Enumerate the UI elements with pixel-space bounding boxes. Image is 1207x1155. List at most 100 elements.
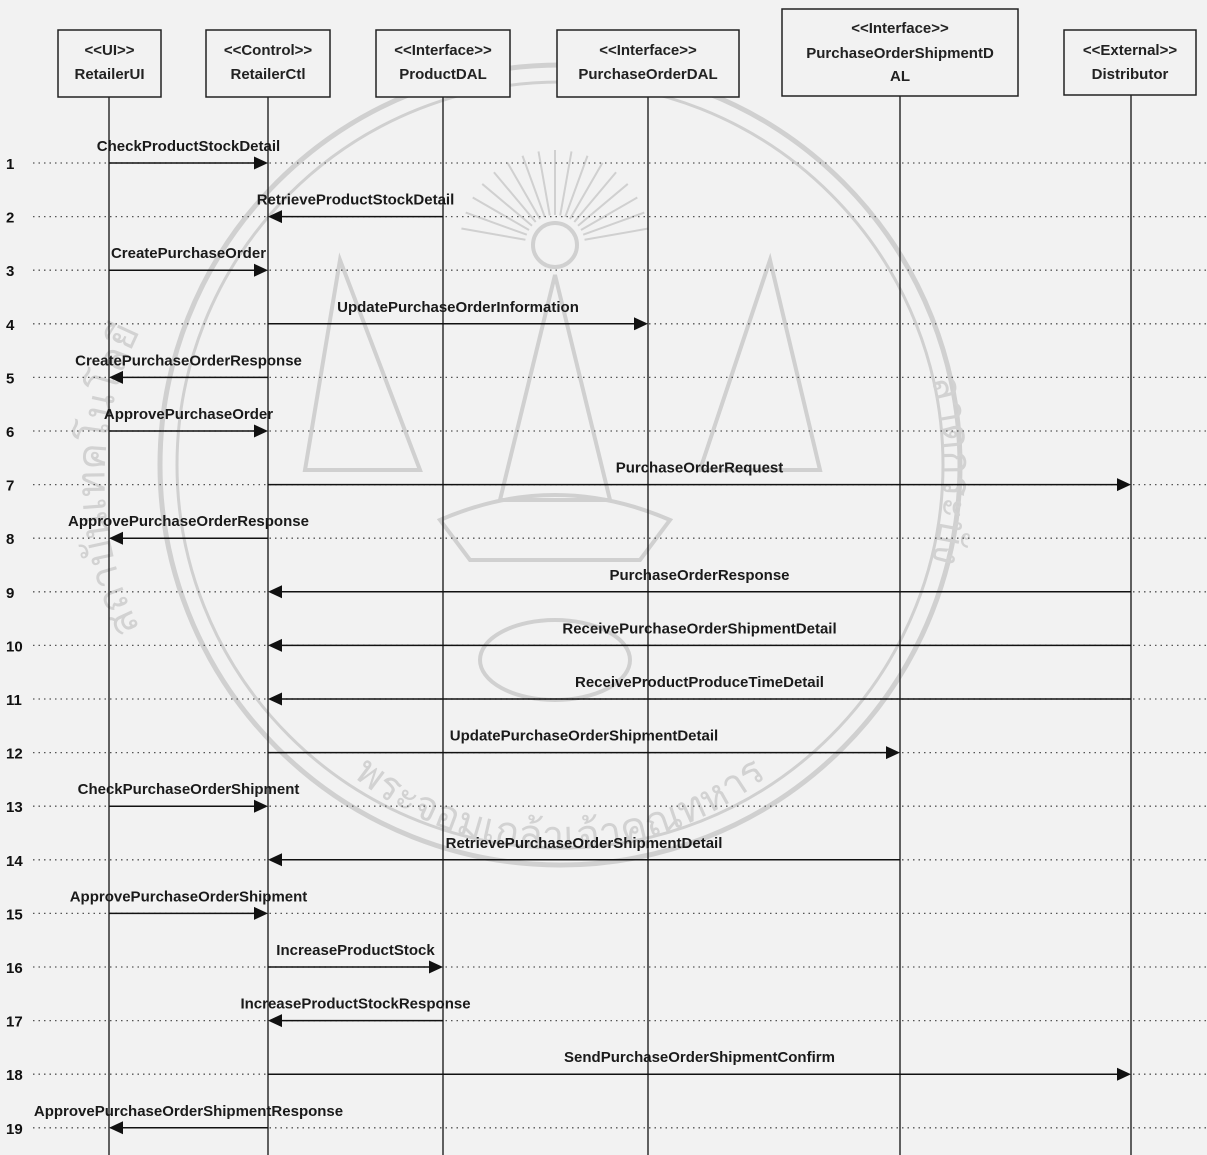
- step-number: 1: [6, 156, 14, 173]
- message-9: PurchaseOrderResponse: [268, 567, 1131, 599]
- participant-pdal: <<Interface>>ProductDAL: [375, 29, 511, 98]
- message-label: ApprovePurchaseOrderResponse: [68, 513, 309, 530]
- seal-ray: [582, 211, 645, 236]
- participant-box: [57, 29, 162, 98]
- arrowhead-icon: [268, 1014, 282, 1028]
- message-7: PurchaseOrderRequest: [268, 460, 1131, 492]
- message-label: CheckProductStockDetail: [97, 138, 280, 155]
- participant-podal: <<Interface>> PurchaseOrderDAL: [556, 29, 740, 98]
- seal-ray: [569, 162, 604, 220]
- arrowhead-icon: [254, 263, 268, 277]
- message-label: ReceivePurchaseOrderShipmentDetail: [562, 620, 836, 637]
- participant-stereotype: <<Interface>>: [599, 42, 697, 59]
- seal-ray: [481, 183, 533, 227]
- message-10: ReceivePurchaseOrderShipmentDetail: [268, 620, 1131, 652]
- step-number: 14: [6, 853, 23, 870]
- message-label: ApprovePurchaseOrderShipment: [70, 888, 308, 905]
- message-label: PurchaseOrderResponse: [609, 567, 789, 584]
- step-number: 5: [6, 370, 14, 387]
- message-label: ApprovePurchaseOrder: [104, 406, 273, 423]
- seal-ray: [580, 196, 638, 231]
- seal-right-text: ลาดกระบัง: [922, 370, 981, 571]
- message-label: SendPurchaseOrderShipmentConfirm: [564, 1049, 835, 1066]
- arrowhead-icon: [268, 638, 282, 652]
- participant-dist: <<External>> Distributor: [1063, 29, 1197, 96]
- participant-stereotype: <<UI>>: [84, 42, 134, 59]
- step-number: 11: [6, 692, 22, 709]
- participant-stereotype: <<Control>>: [224, 42, 313, 59]
- arrowhead-icon: [1117, 478, 1131, 492]
- message-12: UpdatePurchaseOrderShipmentDetail: [268, 728, 900, 760]
- arrowhead-icon: [109, 531, 123, 545]
- step-number: 3: [6, 263, 14, 280]
- participant-headers: <<UI>>RetailerUI<<Control>>RetailerCtl<<…: [57, 8, 1197, 98]
- message-4: UpdatePurchaseOrderInformation: [268, 299, 648, 331]
- message-17: IncreaseProductStockResponse: [240, 996, 471, 1028]
- seal-ray: [584, 227, 649, 241]
- participant-stereotype: <<Interface>>: [851, 20, 949, 37]
- message-15: ApprovePurchaseOrderShipment: [70, 888, 308, 920]
- step-number: 9: [6, 585, 14, 602]
- seal-left-tower: [302, 252, 423, 472]
- step-number: 16: [6, 960, 23, 977]
- participant-name: Distributor: [1092, 66, 1169, 83]
- message-11: ReceiveProductProduceTimeDetail: [268, 674, 1131, 706]
- seal-outer-ring: [157, 62, 963, 868]
- message-18: SendPurchaseOrderShipmentConfirm: [268, 1049, 1131, 1081]
- arrowhead-icon: [268, 585, 282, 599]
- participant-ctl: <<Control>>RetailerCtl: [205, 29, 331, 98]
- arrowhead-icon: [254, 906, 268, 920]
- message-label: CreatePurchaseOrder: [111, 245, 266, 262]
- participant-box: [1063, 29, 1197, 96]
- participant-name: PurchaseOrderDAL: [578, 66, 717, 83]
- arrowhead-icon: [268, 692, 282, 706]
- participant-stereotype: <<External>>: [1083, 42, 1177, 59]
- message-label: PurchaseOrderRequest: [616, 460, 784, 477]
- arrowhead-icon: [268, 210, 282, 224]
- step-number: 12: [6, 746, 23, 763]
- message-5: CreatePurchaseOrderResponse: [75, 352, 302, 384]
- message-label: IncreaseProductStockResponse: [240, 996, 470, 1013]
- message-2: RetrieveProductStockDetail: [257, 192, 454, 224]
- participant-box: [205, 29, 331, 98]
- seal-ray: [564, 155, 589, 218]
- seal-sun: [531, 221, 579, 269]
- seal-ray: [461, 227, 526, 241]
- participant-box: [375, 29, 511, 98]
- message-1: CheckProductStockDetail: [97, 138, 280, 170]
- message-19: ApprovePurchaseOrderShipmentResponse: [34, 1103, 343, 1135]
- seal-base: [478, 618, 632, 702]
- participant-name: RetailerUI: [74, 66, 144, 83]
- lifelines: [108, 95, 1132, 1155]
- message-6: ApprovePurchaseOrder: [104, 406, 273, 438]
- step-number: 10: [6, 638, 23, 655]
- seal-ray: [537, 151, 551, 216]
- step-number: 2: [6, 210, 14, 227]
- message-label: UpdatePurchaseOrderShipmentDetail: [450, 728, 718, 745]
- participant-stereotype: <<Interface>>: [394, 42, 492, 59]
- message-14: RetrievePurchaseOrderShipmentDetail: [268, 835, 900, 867]
- seal-ray: [493, 171, 537, 223]
- seal-ray: [573, 171, 617, 223]
- step-number: 17: [6, 1014, 23, 1031]
- message-8: ApprovePurchaseOrderResponse: [68, 513, 309, 545]
- seal-ray: [521, 155, 546, 218]
- seal-ray: [577, 183, 629, 227]
- seal-ray: [559, 151, 573, 216]
- step-number: 6: [6, 424, 14, 441]
- arrowhead-icon: [109, 370, 123, 384]
- step-number: 7: [6, 478, 14, 495]
- message-label: IncreaseProductStock: [276, 942, 435, 959]
- seal-ray: [472, 196, 530, 231]
- arrowhead-icon: [254, 799, 268, 813]
- message-13: CheckPurchaseOrderShipment: [78, 781, 299, 813]
- participant-name-line2: AL: [890, 68, 910, 85]
- step-number: 4: [6, 317, 15, 334]
- participant-box: [556, 29, 740, 98]
- participant-ui: <<UI>> RetailerUI: [57, 29, 162, 98]
- arrowhead-icon: [634, 317, 648, 331]
- arrowhead-icon: [1117, 1067, 1131, 1081]
- seal-right-tower: [697, 252, 823, 472]
- participant-name: PurchaseOrderShipmentD: [806, 45, 994, 62]
